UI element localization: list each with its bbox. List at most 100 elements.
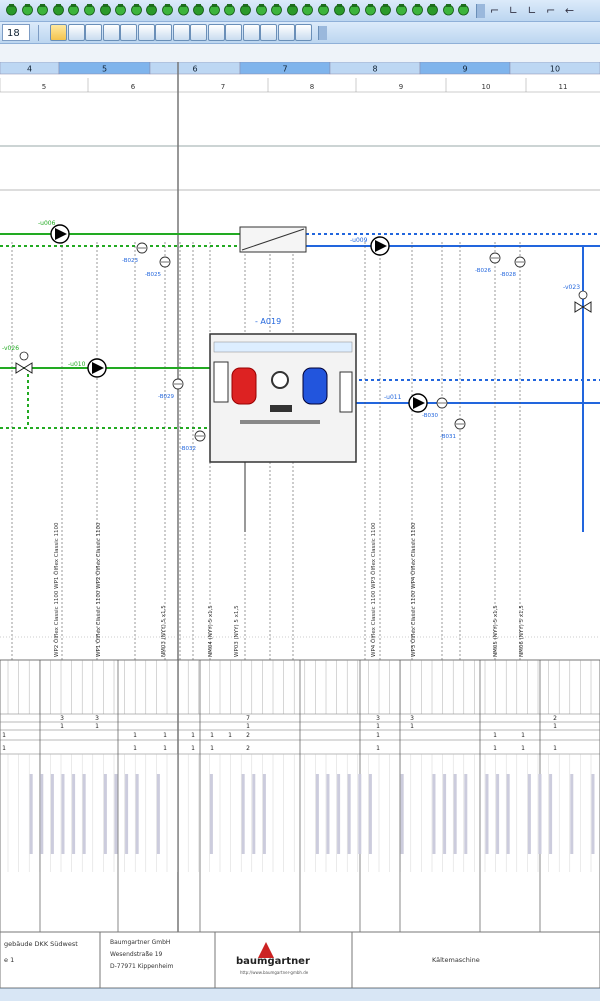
toolbar-button-7[interactable] — [155, 24, 172, 41]
device-icon[interactable] — [66, 3, 81, 18]
device-icon[interactable] — [20, 3, 35, 18]
toolbar-dropdown-2[interactable] — [318, 26, 327, 40]
toolbar-top: ⌐ ∟ ∟ ⌐ ← — [0, 0, 600, 22]
wiring-entry — [496, 774, 499, 854]
toolbar-button-12[interactable] — [243, 24, 260, 41]
subcolumn-number: 6 — [131, 83, 136, 91]
device-icon[interactable] — [347, 3, 362, 18]
device-icon[interactable] — [425, 3, 440, 18]
device-icon[interactable] — [332, 3, 347, 18]
device-icon[interactable] — [269, 3, 284, 18]
device-icon[interactable] — [51, 3, 66, 18]
table-cell: 1 — [228, 732, 232, 739]
table-cell: 1 — [95, 723, 99, 730]
zoom-value: 18 — [7, 28, 20, 39]
wiring-entry — [464, 774, 467, 854]
device-icon[interactable] — [254, 3, 269, 18]
toolbar-button-15[interactable] — [295, 24, 312, 41]
wiring-entry — [348, 774, 351, 854]
wiring-entry — [40, 774, 43, 854]
device-icon[interactable] — [394, 3, 409, 18]
table-cell: 1 — [2, 745, 6, 752]
cable-label: WP1 Ölflex Classic 1100 WP2 Ölflex Class… — [95, 522, 102, 657]
toolbar-dropdown[interactable] — [476, 4, 485, 18]
device-icon[interactable] — [378, 3, 393, 18]
wiring-entry — [104, 774, 107, 854]
schematic-canvas[interactable]: 45678910 567891011 - A019 — [0, 62, 600, 988]
wiring-entry — [358, 774, 361, 854]
wiring-entry — [592, 774, 595, 854]
device-icon[interactable] — [316, 3, 331, 18]
wiring-entry — [115, 774, 118, 854]
device-icon[interactable] — [129, 3, 144, 18]
column-number: 10 — [550, 65, 560, 74]
wiring-entry — [51, 774, 54, 854]
toolbar-button-9[interactable] — [190, 24, 207, 41]
zoom-input[interactable]: 18 — [2, 24, 30, 41]
device-icon[interactable] — [300, 3, 315, 18]
sensor-label: -B028 — [500, 272, 517, 278]
toolbar-button-14[interactable] — [278, 24, 295, 41]
wiring-entry — [242, 774, 245, 854]
device-icon[interactable] — [363, 3, 378, 18]
toolbar-button-5[interactable] — [120, 24, 137, 41]
sensor-label: -B031 — [440, 434, 456, 440]
title-block: gebäude DKK Südwest e 1 Baumgartner GmbH… — [0, 932, 600, 988]
column-header: 45678910 — [0, 62, 600, 74]
toolbar-button-4[interactable] — [103, 24, 120, 41]
column-subheader: 567891011 — [0, 78, 600, 92]
table-cell: 1 — [553, 745, 557, 752]
toolbar-button-13[interactable] — [260, 24, 277, 41]
valve-label: -v023 — [563, 284, 580, 291]
table-cell: 1 — [191, 745, 195, 752]
company-name: Baumgartner GmbH — [110, 939, 170, 946]
wiring-entry — [316, 774, 319, 854]
table-cell: 1 — [410, 723, 414, 730]
device-icon[interactable] — [176, 3, 191, 18]
toolbar-button-3[interactable] — [85, 24, 102, 41]
cable-label: NM05 (NYY) 5 x1,5 — [493, 605, 499, 657]
toolbar-button-11[interactable] — [225, 24, 242, 41]
corner-tool-icons[interactable]: ⌐ ∟ ∟ ⌐ ← — [490, 4, 600, 18]
device-icon[interactable] — [98, 3, 113, 18]
cable-label: NM06 (NYY) 5 x1,5 — [519, 605, 525, 657]
project-line-2: e 1 — [4, 956, 14, 964]
wiring-entry — [539, 774, 542, 854]
wiring-entry — [443, 774, 446, 854]
device-icon[interactable] — [113, 3, 128, 18]
wiring-entry — [454, 774, 457, 854]
device-icon[interactable] — [144, 3, 159, 18]
status-bar — [0, 988, 600, 1001]
device-icon[interactable] — [456, 3, 471, 18]
toolbar-button-6[interactable] — [138, 24, 155, 41]
column-number: 8 — [372, 65, 377, 74]
drawing-title: Kältemaschine — [432, 956, 480, 964]
device-icon[interactable] — [410, 3, 425, 18]
device-icon[interactable] — [4, 3, 19, 18]
device-icon[interactable] — [160, 3, 175, 18]
device-icon[interactable] — [222, 3, 237, 18]
device-icon[interactable] — [82, 3, 97, 18]
company-street: Wesendstraße 19 — [110, 951, 163, 958]
toolbar-button-10[interactable] — [208, 24, 225, 41]
wiring-entry — [72, 774, 75, 854]
device-icon[interactable] — [35, 3, 50, 18]
device-icon[interactable] — [191, 3, 206, 18]
cable-label: WP2 Ölflex Classic 1100 WP1 Ölflex Class… — [53, 522, 60, 657]
wiring-entry — [433, 774, 436, 854]
valve-icon[interactable] — [16, 363, 32, 373]
terminal-table: 33733211111111111121111111121111 — [0, 660, 600, 932]
toolbar-button-8[interactable] — [173, 24, 190, 41]
device-icon[interactable] — [207, 3, 222, 18]
heat-pump-unit[interactable] — [210, 334, 356, 462]
pump-label: -u006 — [38, 220, 56, 227]
toolbar-separator — [38, 25, 39, 41]
device-icon[interactable] — [238, 3, 253, 18]
wiring-entry — [136, 774, 139, 854]
sensor-label: -B026 — [475, 268, 492, 274]
toolbar-button-1[interactable] — [50, 24, 67, 41]
device-icon[interactable] — [441, 3, 456, 18]
device-icon[interactable] — [285, 3, 300, 18]
toolbar-button-2[interactable] — [68, 24, 85, 41]
wiring-entry — [125, 774, 128, 854]
